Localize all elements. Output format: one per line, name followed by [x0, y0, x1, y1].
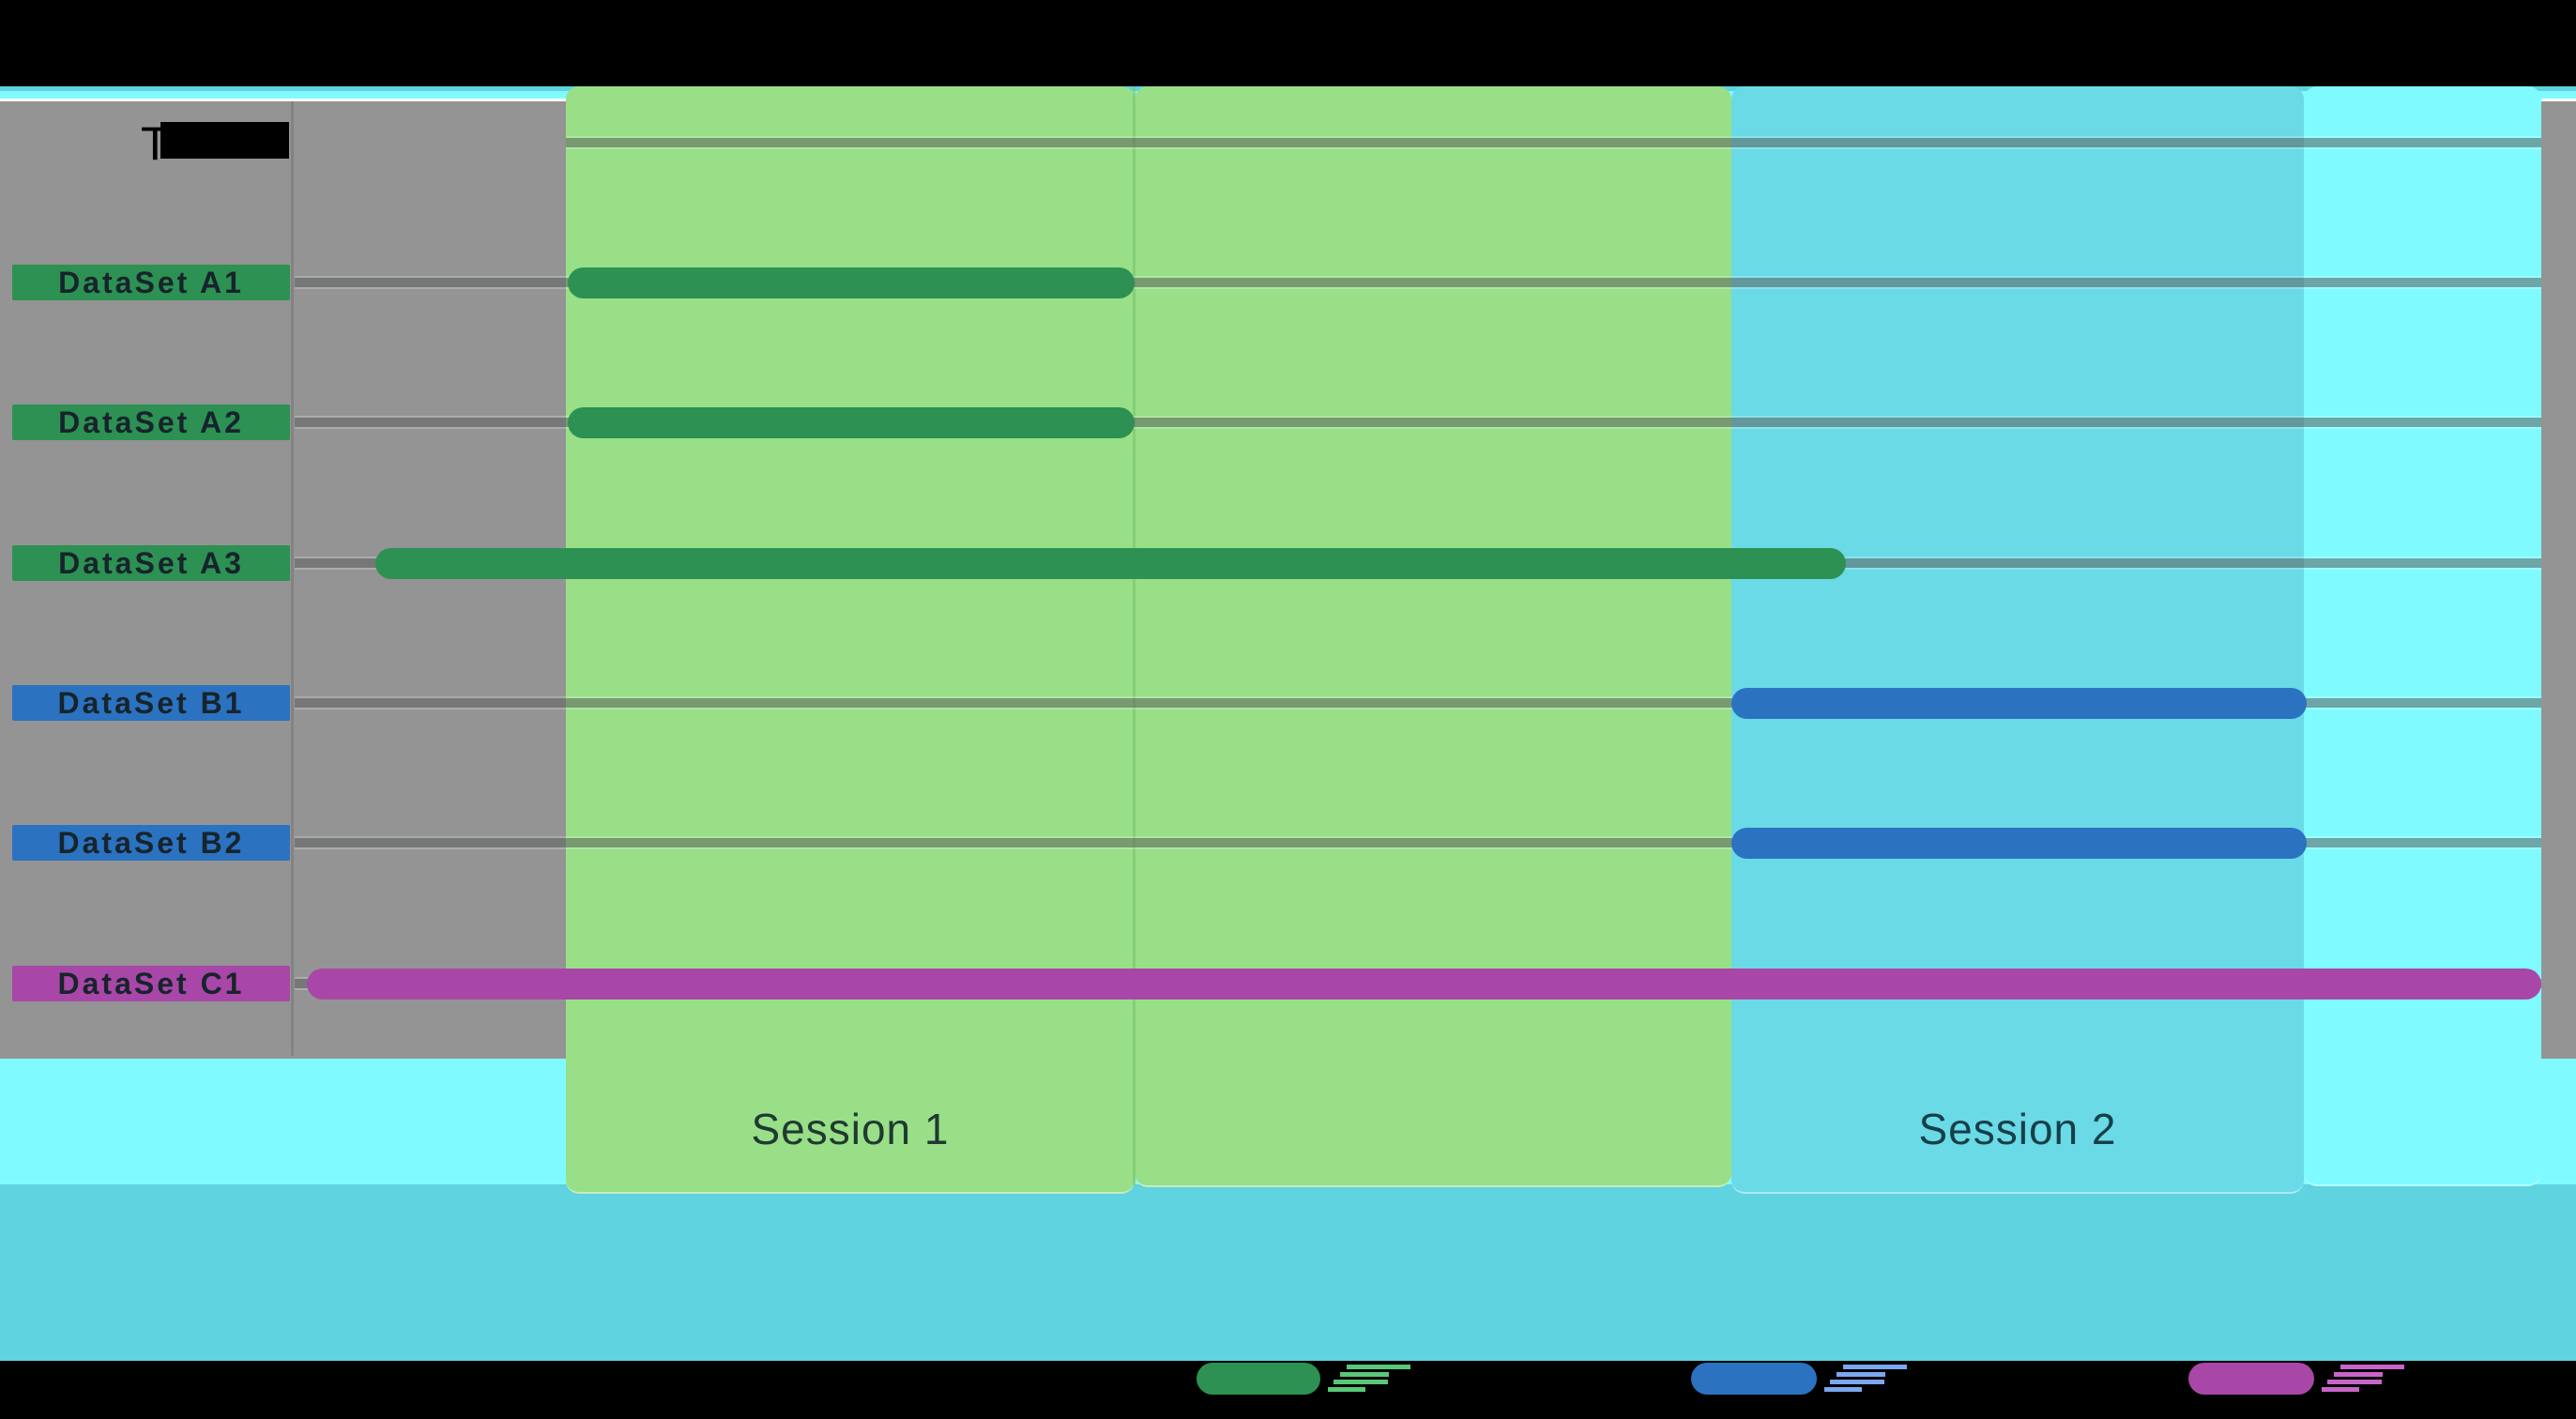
task-bar-DataSet B2	[1731, 828, 2307, 859]
session-band-2	[1135, 86, 1731, 1187]
row-label-chip-DataSet A1: DataSet A1	[12, 265, 290, 300]
row-label-chip-DataSet B1: DataSet B1	[12, 685, 290, 721]
row-label-chip-DataSet A3: DataSet A3	[12, 545, 290, 581]
task-bar-DataSet B1	[1731, 688, 2307, 719]
legend-label-streak	[1830, 1380, 1884, 1384]
legend-swatch-2	[1691, 1363, 1817, 1395]
legend-label-streak	[1328, 1387, 1365, 1392]
legend-label-streak	[1824, 1387, 1862, 1392]
legend-label-streak	[1340, 1372, 1389, 1377]
legend-label-streak	[2322, 1387, 2359, 1392]
legend-label-streak	[2340, 1365, 2404, 1369]
session-band-1	[566, 86, 1135, 1194]
row-label-chip-DataSet B2: DataSet B2	[12, 825, 290, 861]
legend-swatch-1	[1197, 1363, 1320, 1395]
session-band-3	[1731, 86, 2304, 1194]
row-label-chip-DataSet A2: DataSet A2	[12, 404, 290, 440]
legend-label-streak	[1334, 1380, 1388, 1384]
row-label-chip-DataSet C1: DataSet C1	[12, 966, 290, 1001]
row-track-5	[295, 838, 2541, 847]
legend-label-streak	[1837, 1372, 1885, 1377]
gutter-divider-line	[291, 101, 294, 1056]
legend-label-streak	[2327, 1380, 2382, 1384]
row-track-1	[295, 278, 2541, 287]
legend-label-streak	[1347, 1365, 1410, 1369]
row-track-4	[295, 698, 2541, 708]
legend-swatch-3	[2188, 1363, 2314, 1395]
legend-label-streak	[1843, 1365, 1907, 1369]
row-track-2	[295, 418, 2541, 427]
task-bar-DataSet A1	[568, 267, 1135, 298]
task-bar-DataSet C1	[307, 969, 2541, 999]
task-bar-DataSet A3	[375, 548, 1846, 579]
session-label-3: Session 2	[1918, 1105, 2117, 1153]
title-redaction-box	[160, 122, 289, 159]
session-label-1: Session 1	[751, 1105, 950, 1153]
green-band-divider-line	[1133, 86, 1136, 1185]
task-bar-DataSet A2	[568, 407, 1135, 438]
legend-label-streak	[2334, 1372, 2383, 1377]
row-track-0	[566, 138, 2541, 147]
session-band-4	[2304, 86, 2541, 1186]
